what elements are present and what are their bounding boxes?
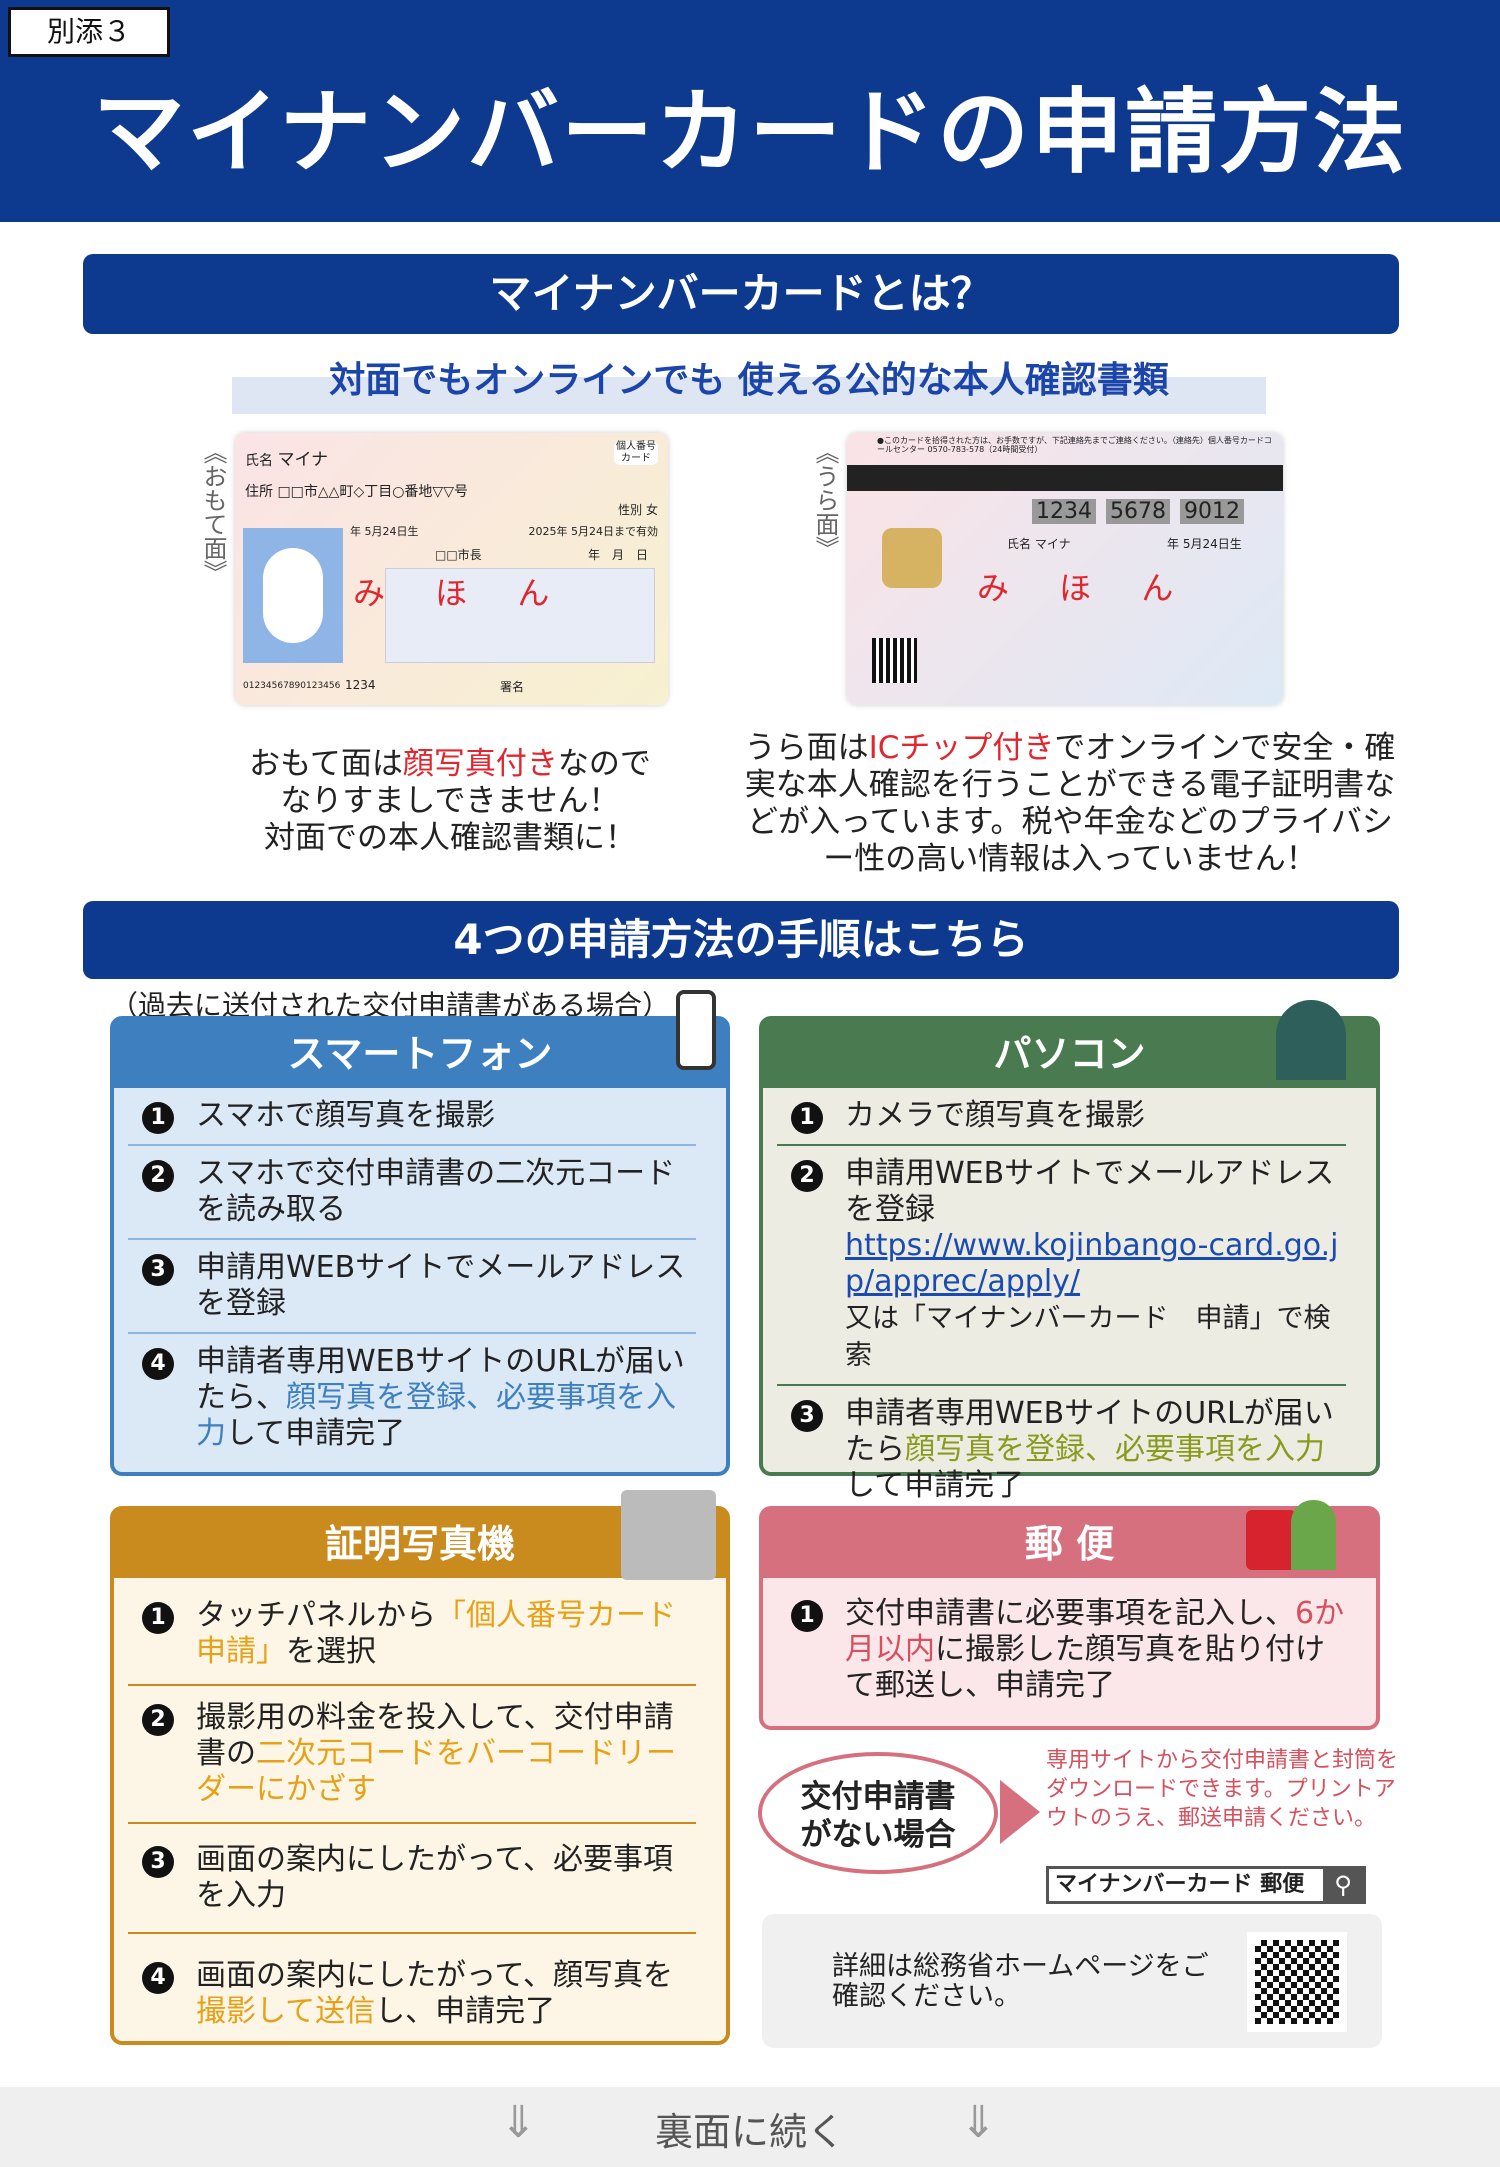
pc-title: パソコン <box>763 1020 1376 1088</box>
search-icon[interactable]: ⚲ <box>1323 1869 1363 1901</box>
back-label: 《うら面》 <box>811 440 839 560</box>
ic-chip-icon <box>882 528 942 588</box>
front-label: 《おもて面》 <box>199 440 227 584</box>
footer: ⇓ 裏面に続く ⇓ <box>0 2087 1500 2167</box>
attachment-tag: 別添３ <box>8 7 170 57</box>
continue-text: 裏面に続く <box>654 2110 845 2154</box>
magnetic-stripe <box>847 465 1283 491</box>
back-caption: うら面はICチップ付きでオンラインで安全・確実な本人確認を行うことができる電子証… <box>744 730 1396 877</box>
chevrons-down-icon: ⇓ <box>960 2097 997 2148</box>
smartphone-title: スマートフォン <box>114 1020 726 1088</box>
card-front-image: 氏名 マイナ 住所 □□市△△町◇丁目○番地▽▽号 個人番号カード 性別 女 年… <box>235 433 668 705</box>
details-box: 詳細は総務省ホームページをご確認ください。 <box>762 1914 1382 2048</box>
qr-code-icon[interactable] <box>1247 1932 1347 2032</box>
details-text: 詳細は総務省ホームページをご確認ください。 <box>832 1951 1209 2012</box>
apply-url-link[interactable]: https://www.kojinbango-card.go.jp/apprec… <box>845 1228 1339 1299</box>
page-title: マイナンバーカードの申請方法 <box>92 79 1408 186</box>
mailbox-person-icon <box>1246 1490 1336 1575</box>
mascot-photo <box>243 528 343 663</box>
header-banner <box>0 0 1500 222</box>
person-laptop-icon <box>1276 1000 1346 1080</box>
no-form-text: 専用サイトから交付申請書と封筒をダウンロードできます。プリントアウトのうえ、郵送… <box>1046 1748 1399 1831</box>
photo-booth-icon <box>621 1490 716 1580</box>
front-caption: おもて面は顔写真付きなのでなりすましできません！対面での本人確認書類に！ <box>249 746 651 856</box>
no-form-label: 交付申請書がない場合 <box>758 1752 998 1874</box>
search-box[interactable]: マイナンバーカード 郵便 ⚲ <box>1046 1866 1366 1904</box>
search-query: マイナンバーカード 郵便 <box>1055 1872 1305 1897</box>
about-subtitle: 対面でもオンラインでも 使える公的な本人確認書類 <box>232 352 1266 414</box>
arrow-right-icon <box>1000 1780 1040 1844</box>
methods-heading: 4つの申請方法の手順はこちら <box>83 901 1399 979</box>
qr-code-icon <box>872 638 917 683</box>
chevrons-down-icon: ⇓ <box>500 2097 537 2148</box>
smartphone-icon <box>676 990 716 1070</box>
about-heading: マイナンバーカードとは？ <box>83 254 1399 334</box>
card-back-image: ●このカードを拾得された方は、お手数ですが、下記連絡先までご連絡ください。（連絡… <box>847 433 1283 705</box>
